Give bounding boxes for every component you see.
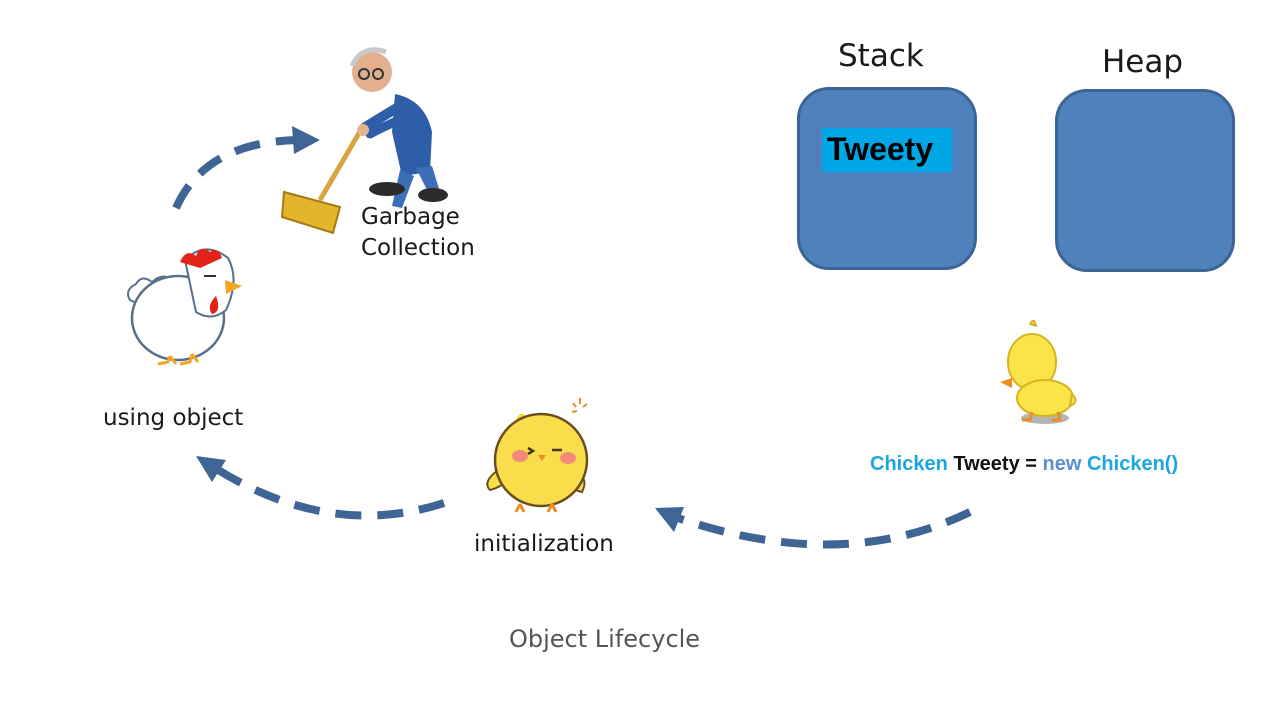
using-object-label: using object [103,405,244,431]
heap-title: Heap [1102,44,1184,80]
stack-variable-highlight [822,128,952,172]
code-constructor: Chicken() [1086,453,1179,475]
arrowhead-init [655,507,684,532]
stack-variable: Tweety [827,131,934,167]
code-type: Chicken [870,453,948,475]
code-new: new [1042,453,1082,475]
garbage-collection-line1: Garbage [361,204,460,230]
heap-box [1055,89,1235,272]
arrowhead-using [196,456,226,482]
arrow-to-garbage-collection [172,136,299,210]
stack-title: Stack [838,38,924,74]
garbage-collection-line2: Collection [361,235,475,261]
code-equals: = [1025,453,1037,475]
code-variable: Tweety [953,453,1020,475]
garbage-collection-label: Garbage Collection [361,202,475,264]
arrow-to-initialization [670,508,972,549]
diagram-title: Object Lifecycle [509,625,701,653]
arrowhead-garbage [292,126,320,154]
initialization-label: initialization [474,531,614,557]
code-line: Chicken Tweety = new Chicken() [870,453,1178,476]
stack-box [797,87,977,270]
